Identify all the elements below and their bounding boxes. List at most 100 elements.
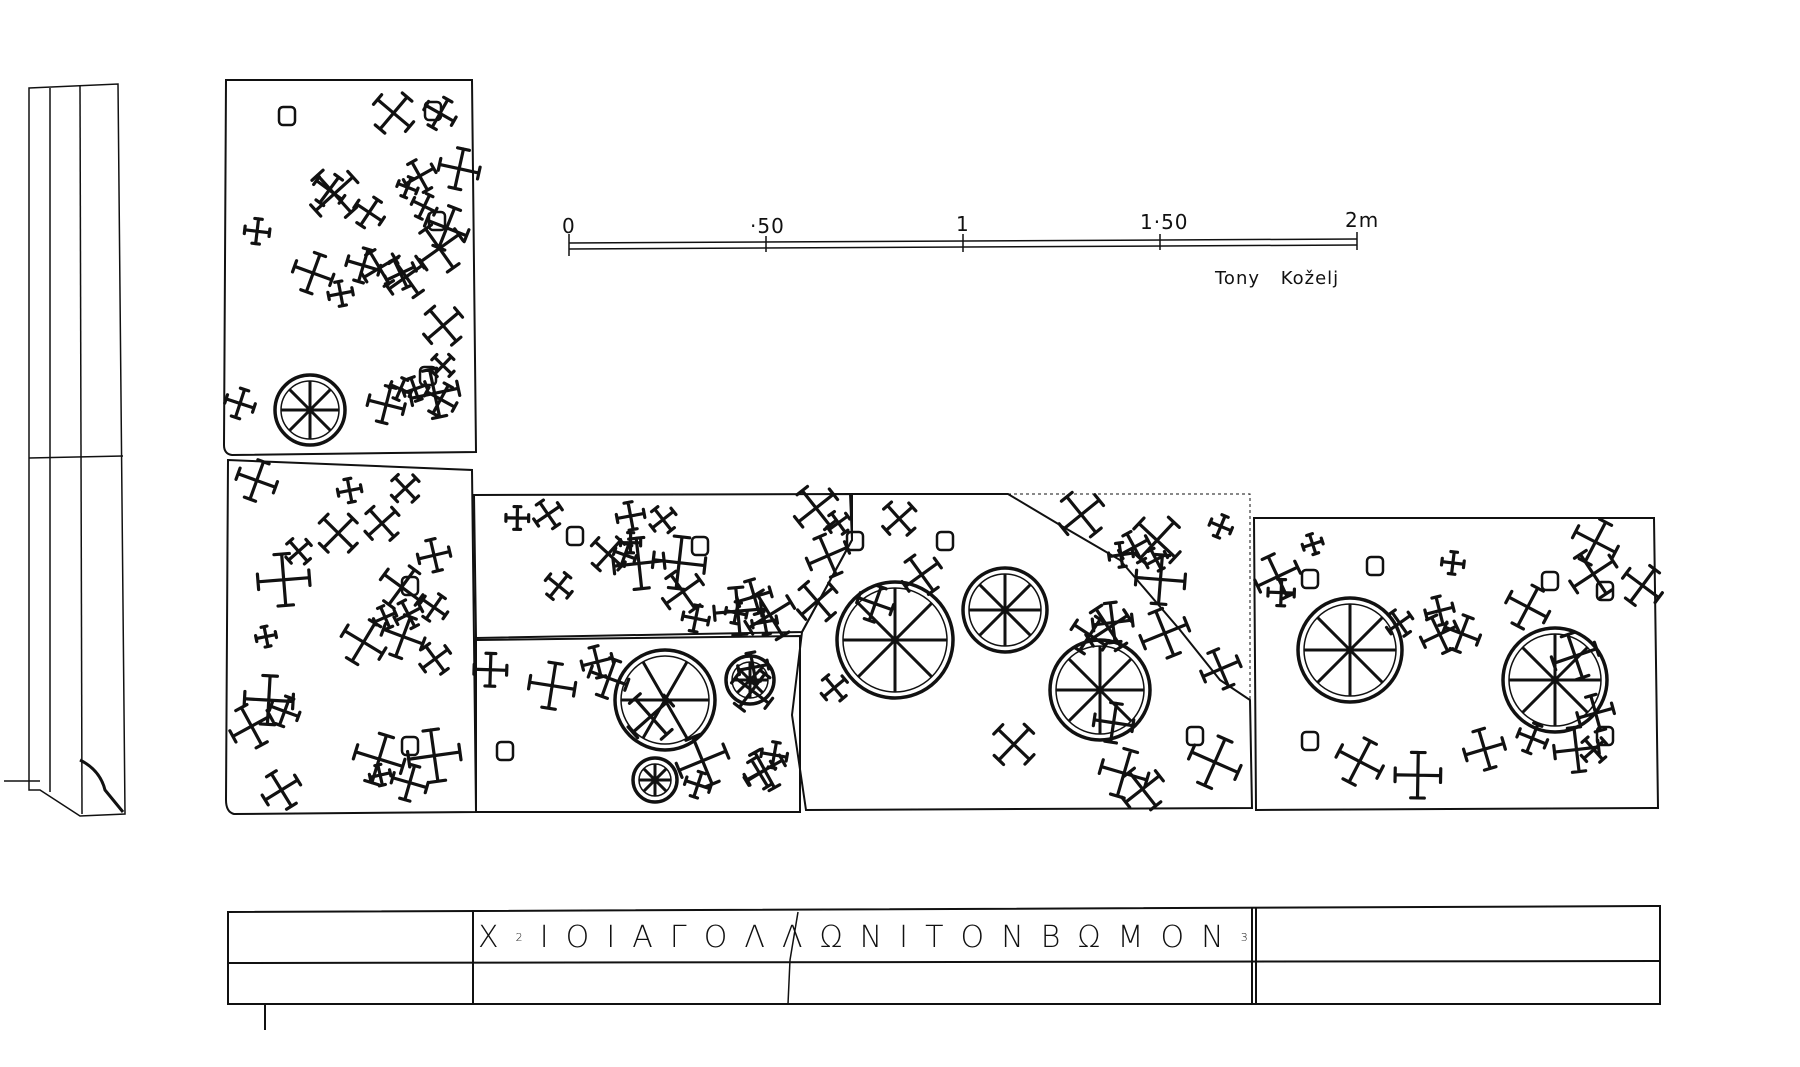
- block-middle-c: [790, 493, 1254, 812]
- wheel-spokes: [1304, 604, 1396, 696]
- scale-bar: [568, 232, 1358, 256]
- graffiti-marks: [223, 91, 1664, 812]
- inscription-letter: Ω: [1077, 919, 1101, 955]
- cross-graffito: [992, 722, 1036, 767]
- wheel-graffito: [631, 756, 679, 804]
- cross-graffito: [290, 250, 336, 296]
- cross-graffito: [415, 536, 453, 574]
- cross-graffito: [371, 91, 416, 135]
- inscription-letter: Ο: [1160, 919, 1185, 955]
- inscription-letter: Ο: [565, 919, 590, 955]
- cross-graffito: [1549, 630, 1601, 682]
- cross-graffito: [742, 756, 777, 791]
- wheel-graffito: [1048, 638, 1152, 742]
- cross-graffito: [1384, 608, 1415, 638]
- inscription-letter: Ι: [539, 919, 549, 955]
- cross-graffito: [418, 641, 453, 676]
- inscription-letter: Γ: [669, 919, 687, 955]
- wheel-graffito: [273, 373, 347, 447]
- cross-graffito: [371, 604, 399, 631]
- inscription-letter: Ν: [859, 919, 883, 955]
- cross-graffito: [1334, 736, 1385, 787]
- cross-graffito: [395, 175, 420, 200]
- cross-graffito: [405, 727, 463, 784]
- clamp-cutting: [1595, 580, 1615, 602]
- cross-graffito: [543, 570, 574, 601]
- cross-graffito: [255, 551, 312, 608]
- cross-graffito: [284, 537, 313, 566]
- clamp-cutting: [418, 365, 438, 387]
- clamp-cutting: [1300, 568, 1320, 590]
- side-profile-column: [4, 83, 126, 817]
- block-middle-b: [475, 634, 801, 813]
- cross-graffito: [352, 195, 386, 230]
- block-top-left: [222, 79, 478, 457]
- wheel-graffito: [1501, 626, 1609, 734]
- clamp-cutting: [845, 530, 865, 552]
- clamp-cutting: [565, 525, 585, 547]
- cross-graffito: [234, 458, 280, 503]
- cross-graffito: [253, 624, 279, 649]
- cross-graffito: [1568, 548, 1619, 600]
- wheel-spokes: [639, 764, 671, 796]
- cross-graffito: [1186, 734, 1243, 791]
- clamp-cutting: [427, 210, 447, 232]
- cross-graffito: [1132, 515, 1182, 566]
- inscription-letter: Ν: [1001, 919, 1024, 955]
- cross-graffito: [614, 500, 647, 532]
- inscription-letter: Ι: [899, 919, 909, 955]
- inscription-letter: Β: [1040, 919, 1061, 955]
- cross-graffito: [680, 603, 711, 634]
- cross-graffito: [312, 172, 347, 208]
- cross-graffito: [472, 651, 509, 688]
- inscription-letter: Μ: [1117, 919, 1144, 955]
- cross-graffito: [309, 168, 360, 219]
- cross-graffito: [660, 569, 705, 614]
- block-right: [1252, 517, 1660, 812]
- clamp-cutting: [935, 530, 955, 552]
- cross-graffito: [422, 204, 471, 252]
- cross-graffito: [1439, 549, 1466, 576]
- cross-graffito: [378, 564, 425, 611]
- cross-graffito: [351, 731, 407, 787]
- cross-graffito: [1441, 613, 1483, 654]
- wheel-graffito: [835, 580, 955, 700]
- wheel-spokes: [621, 661, 709, 739]
- cross-graffito: [339, 618, 388, 667]
- wheel-spokes: [843, 588, 947, 692]
- inscription-letter: Τ: [925, 919, 944, 955]
- cross-graffito: [1423, 594, 1456, 627]
- clamp-cutting: [1540, 570, 1560, 592]
- cross-graffito: [422, 304, 465, 347]
- cross-graffito: [743, 588, 797, 642]
- inscription-letter: Ν: [1201, 919, 1224, 955]
- cross-graffito: [409, 191, 439, 221]
- cross-graffito: [1138, 606, 1192, 660]
- block-lower-left: [224, 458, 478, 816]
- cross-graffito: [1461, 726, 1507, 772]
- block-number-2: 2: [515, 930, 523, 944]
- cross-graffito: [260, 769, 303, 811]
- cross-graffito: [326, 279, 355, 308]
- cross-graffito: [389, 472, 421, 504]
- inscription-letter: Ο: [960, 919, 985, 955]
- cross-graffito: [792, 484, 840, 532]
- cross-graffito: [379, 613, 427, 661]
- carved-blocks: [222, 79, 1661, 1030]
- inscription-letter: Α: [632, 919, 653, 955]
- clamp-cutting: [495, 740, 515, 762]
- cross-graffito: [363, 504, 401, 542]
- cross-graffito: [504, 504, 531, 531]
- cross-graffito: [1300, 532, 1325, 557]
- cross-graffito: [1620, 563, 1664, 607]
- cross-graffito: [682, 769, 713, 800]
- cross-graffito: [267, 694, 302, 729]
- inscription-letter: Ω: [819, 919, 843, 955]
- cross-graffito: [804, 532, 852, 579]
- cross-graffito: [436, 146, 482, 192]
- wheel-graffito: [724, 654, 776, 706]
- wheel-spokes: [732, 662, 768, 698]
- clamp-cutting: [277, 105, 297, 127]
